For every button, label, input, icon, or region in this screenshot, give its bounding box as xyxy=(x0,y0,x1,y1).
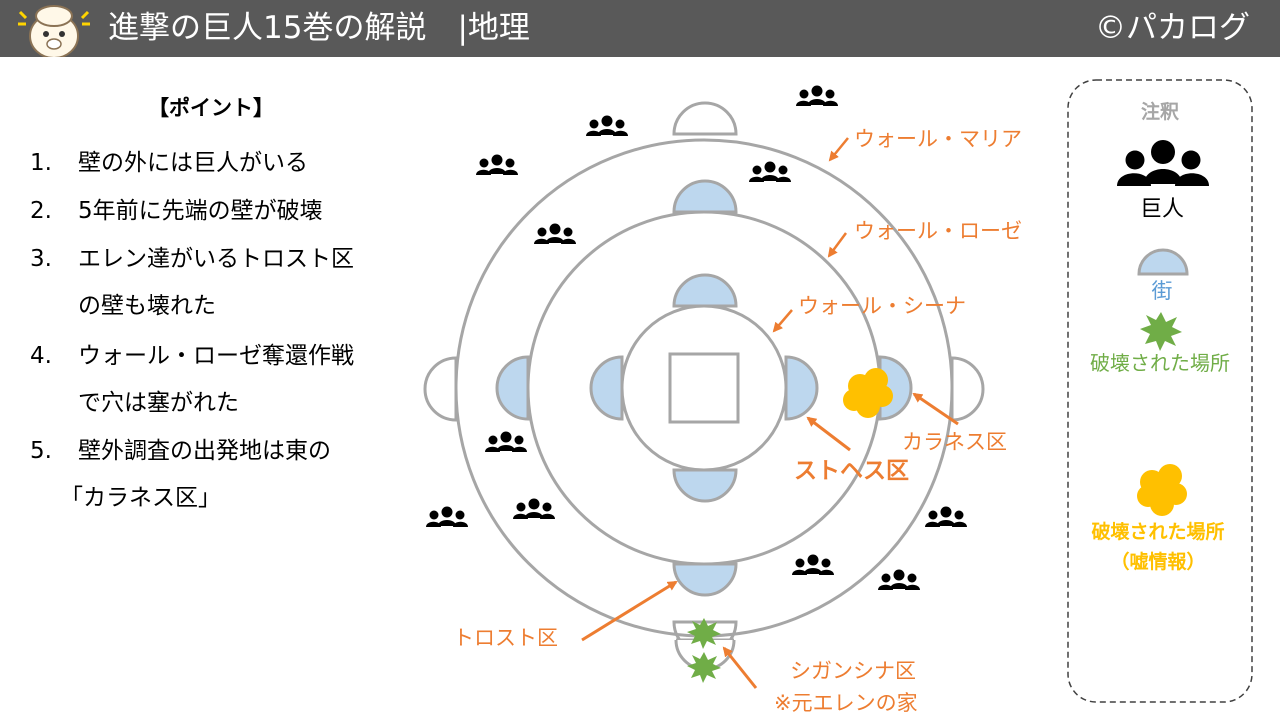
rose-town-west xyxy=(495,355,530,421)
titan-icon xyxy=(534,223,576,244)
legend-town-icon xyxy=(1137,248,1189,276)
point-item-5: 5.壁外調査の出発地は東の xyxy=(30,438,331,464)
titan-icon xyxy=(925,506,967,527)
stohess-district xyxy=(784,355,819,421)
legend-title: 注釈 xyxy=(1141,100,1180,123)
point-item-3-cont: の壁も壊れた xyxy=(78,293,216,319)
legend-fake-label: 破壊された場所 xyxy=(1091,521,1224,543)
legend-town-label: 街 xyxy=(1152,279,1173,303)
label-wall-maria: ウォール・マリア xyxy=(854,127,1022,151)
header-bar: 進撃の巨人15巻の解説 |地理 ©パカログ xyxy=(0,0,1280,57)
outer-town-north xyxy=(672,101,738,136)
titan-icon xyxy=(878,569,920,590)
legend-fake-note: （嘘情報） xyxy=(1110,550,1205,573)
label-karanes: カラネス区 xyxy=(902,430,1007,454)
legend-titan-icon xyxy=(1117,140,1209,186)
central-square xyxy=(668,352,740,424)
sina-town-west xyxy=(589,355,624,421)
alpaca-mascot-icon xyxy=(18,5,90,57)
trost-district xyxy=(672,562,738,597)
label-wall-rose: ウォール・ローゼ xyxy=(854,219,1022,243)
legend-box xyxy=(1067,79,1253,703)
titan-icon xyxy=(792,554,834,575)
outer-town-west xyxy=(423,356,458,422)
outer-town-east xyxy=(950,356,985,422)
point-item-5-cont: 「カラネス区」 xyxy=(60,485,221,511)
label-stohess: ストヘス区 xyxy=(794,458,909,484)
sina-town-south xyxy=(672,468,738,503)
label-shiganshina-note: ※元エレンの家 xyxy=(774,691,918,715)
point-item-2: 2.5年前に先端の壁が破壊 xyxy=(30,198,323,224)
label-wall-sina: ウォール・シーナ xyxy=(798,294,966,318)
page-title: 進撃の巨人15巻の解説 |地理 xyxy=(108,10,530,46)
point-item-4-cont: で穴は塞がれた xyxy=(78,390,239,416)
fake-destroyed-marker-karanes xyxy=(843,368,893,418)
titan-icon xyxy=(749,161,791,182)
legend-destroyed-label: 破壊された場所 xyxy=(1090,351,1230,375)
label-trost: トロスト区 xyxy=(453,626,558,650)
destroyed-marker-1 xyxy=(687,618,721,649)
titan-icon xyxy=(476,154,518,175)
points-heading: 【ポイント】 xyxy=(148,96,274,120)
titan-icon xyxy=(426,506,468,527)
sina-town-north xyxy=(672,273,738,308)
titan-icon xyxy=(485,431,527,452)
point-item-4: 4.ウォール・ローゼ奪還作戦 xyxy=(30,343,354,369)
point-item-1: 1.壁の外には巨人がいる xyxy=(30,150,308,176)
rose-town-north xyxy=(672,179,738,214)
titan-icon xyxy=(586,115,628,136)
titan-icon xyxy=(796,85,838,106)
point-item-3: 3.エレン達がいるトロスト区 xyxy=(30,246,354,272)
titan-icon xyxy=(513,498,555,519)
destroyed-marker-2 xyxy=(687,652,721,683)
copyright-label: ©パカログ xyxy=(1095,10,1250,46)
legend-destroyed-icon xyxy=(1140,312,1182,351)
legend-fake-destroyed-icon xyxy=(1137,464,1187,516)
legend-titan-label: 巨人 xyxy=(1140,197,1184,222)
label-shiganshina: シガンシナ区 xyxy=(790,659,916,683)
